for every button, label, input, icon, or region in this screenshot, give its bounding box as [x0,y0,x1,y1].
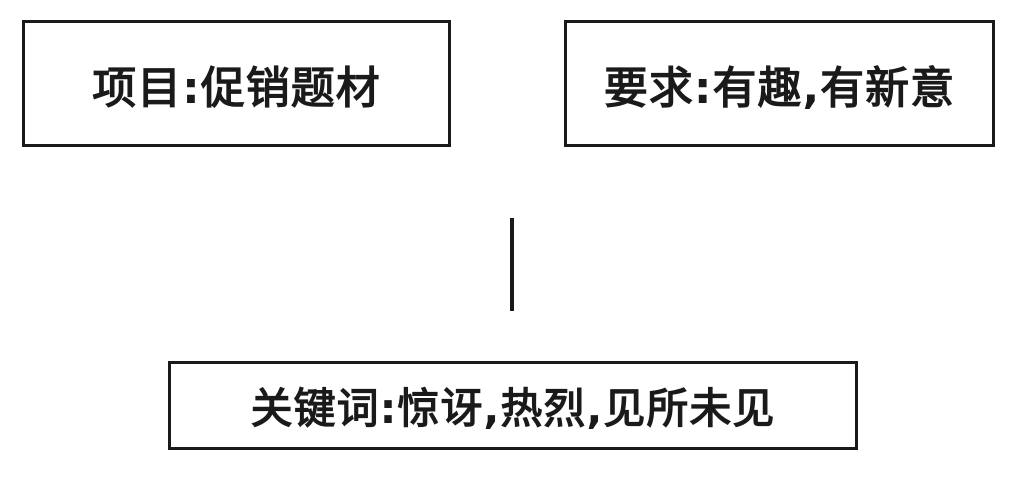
requirement-box: 要求:有趣,有新意 [564,20,995,147]
project-box: 项目:促销题材 [22,20,451,147]
project-label: 项目:促销题材 [92,62,381,114]
connector-line [510,218,514,311]
keywords-box: 关键词:惊讶,热烈,见所未见 [168,361,858,450]
keywords-label: 关键词:惊讶,热烈,见所未见 [250,384,776,433]
requirement-label: 要求:有趣,有新意 [603,62,956,114]
